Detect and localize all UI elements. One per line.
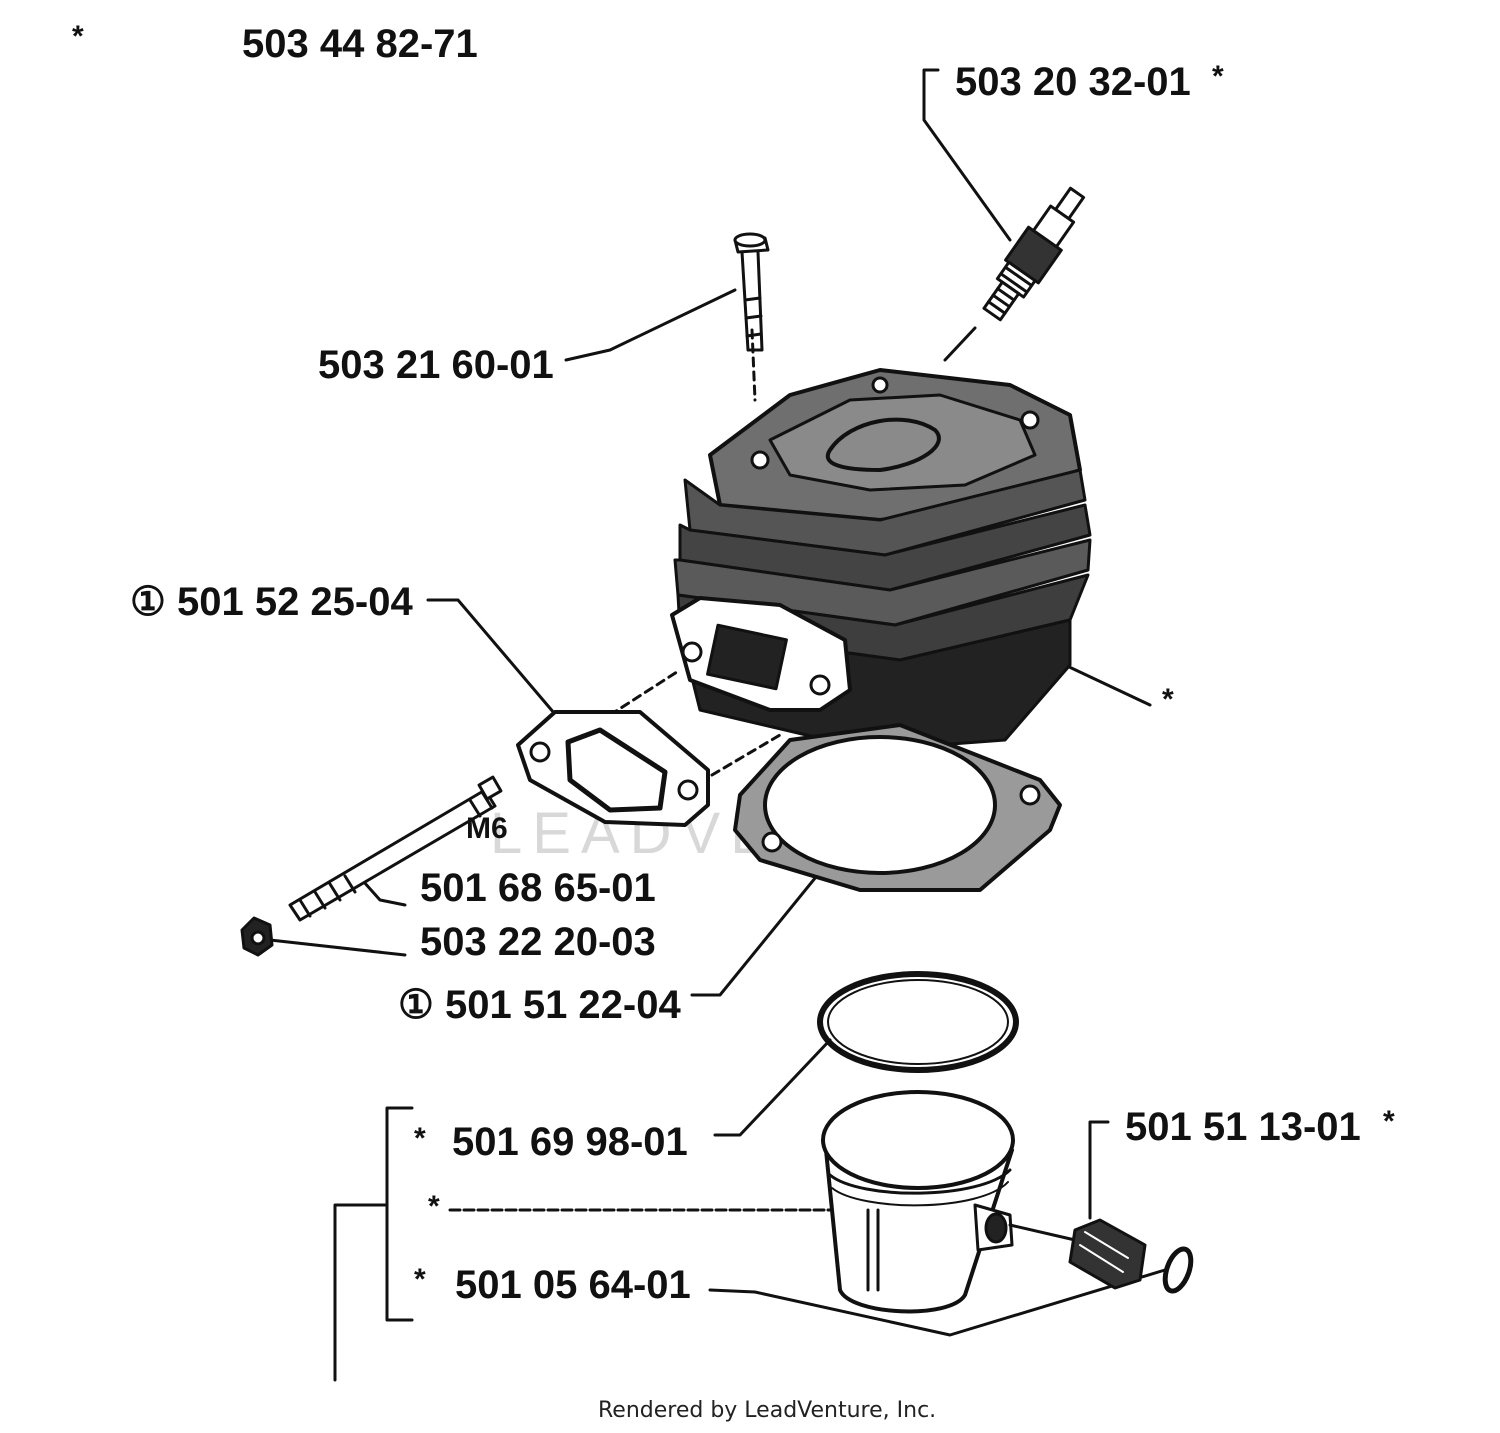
- cylinder-part: [670, 368, 1092, 752]
- piston-part: [821, 1090, 1015, 1314]
- cylinder-bolt-part: [733, 232, 770, 352]
- piston-star-mark: *: [428, 1190, 440, 1223]
- spark-plug-star-mark: *: [1212, 60, 1224, 93]
- label-piston-pin: 501 05 64-01: [455, 1263, 691, 1307]
- ring-star-mark: *: [414, 1122, 426, 1155]
- piston-ring-part: [817, 971, 1019, 1073]
- kit-star-mark: *: [72, 20, 84, 53]
- label-spark-plug: 503 20 32-01: [955, 60, 1191, 104]
- label-base-gasket: ① 501 51 22-04: [398, 983, 681, 1027]
- cylinder-star-mark: *: [1162, 683, 1174, 716]
- stud-part: [288, 775, 503, 922]
- label-thread-size: M6: [466, 812, 508, 845]
- credit-footer: Rendered by LeadVenture, Inc.: [598, 1398, 937, 1423]
- base-gasket-part: [733, 723, 1062, 892]
- bearing-star-mark: *: [1383, 1105, 1395, 1138]
- piston-clip-part: [1162, 1246, 1194, 1294]
- label-kit-number: 503 44 82-71: [242, 22, 478, 66]
- label-pin-bearing: 501 51 13-01: [1125, 1105, 1361, 1149]
- label-stud: 501 68 65-01: [420, 866, 656, 910]
- pin-star-mark: *: [414, 1263, 426, 1296]
- label-exhaust-gasket: ① 501 52 25-04: [130, 580, 413, 624]
- label-nut: 503 22 20-03: [420, 920, 656, 964]
- exhaust-gasket-part: [516, 710, 710, 827]
- label-piston-ring: 501 69 98-01: [452, 1120, 688, 1164]
- label-cylinder-bolt: 503 21 60-01: [318, 343, 554, 387]
- nut-part: [240, 916, 274, 957]
- spark-plug-part: [982, 186, 1086, 322]
- leader-lines: [268, 68, 1167, 1382]
- pin-bearing-part: [1008, 1218, 1147, 1290]
